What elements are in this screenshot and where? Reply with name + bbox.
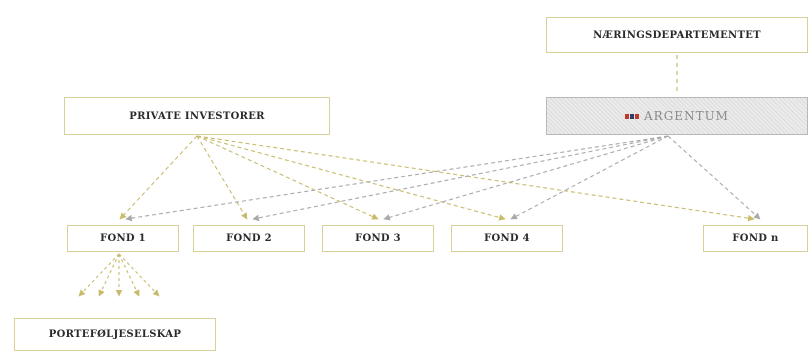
link-fond1-portfolio-2 [98,253,120,297]
argentum-logo-icon [625,113,640,119]
link-fond1-portfolio-5 [118,253,160,297]
node-private-investorer: PRIVATE INVESTORER [64,97,330,135]
links-argentum [125,135,761,222]
node-fond-4: FOND 4 [451,225,563,252]
node-fond-2: FOND 2 [193,225,305,252]
node-fond-3-label: FOND 3 [355,233,401,244]
node-fond-3: FOND 3 [322,225,434,252]
link-private-fondn [196,135,755,222]
link-private-fond1 [119,135,198,220]
link-argentum-fond4 [510,135,669,220]
node-fond-1: FOND 1 [67,225,179,252]
link-private-fond3 [196,135,379,220]
node-argentum: ARGENTUM [546,97,808,135]
link-private-fond2 [196,135,248,220]
link-fond1-portfolio-4 [118,253,140,297]
links-private-investorer [119,135,755,222]
link-argentum-fond3 [383,135,669,221]
node-portefoljeselskap-label: PORTEFØLJESELSKAP [48,329,182,340]
node-fond-n-label: FOND n [732,233,779,244]
node-fond-1-label: FOND 1 [100,233,146,244]
link-fond1-portfolio-1 [78,253,120,297]
node-private-investorer-label: PRIVATE INVESTORER [129,110,265,122]
link-argentum-fondn [667,135,761,220]
link-argentum-fond2 [252,135,669,222]
node-argentum-label: ARGENTUM [644,109,729,123]
links-fond1-portfolio [78,253,160,297]
node-naeringsdepartementet-label: NÆRINGSDEPARTEMENTET [593,29,761,41]
link-argentum-fond1 [125,135,669,222]
node-portefoljeselskap: PORTEFØLJESELSKAP [14,318,216,351]
node-fond-4-label: FOND 4 [484,233,530,244]
node-naeringsdepartementet: NÆRINGSDEPARTEMENTET [546,17,808,53]
node-fond-n: FOND n [703,225,808,252]
node-fond-2-label: FOND 2 [226,233,272,244]
